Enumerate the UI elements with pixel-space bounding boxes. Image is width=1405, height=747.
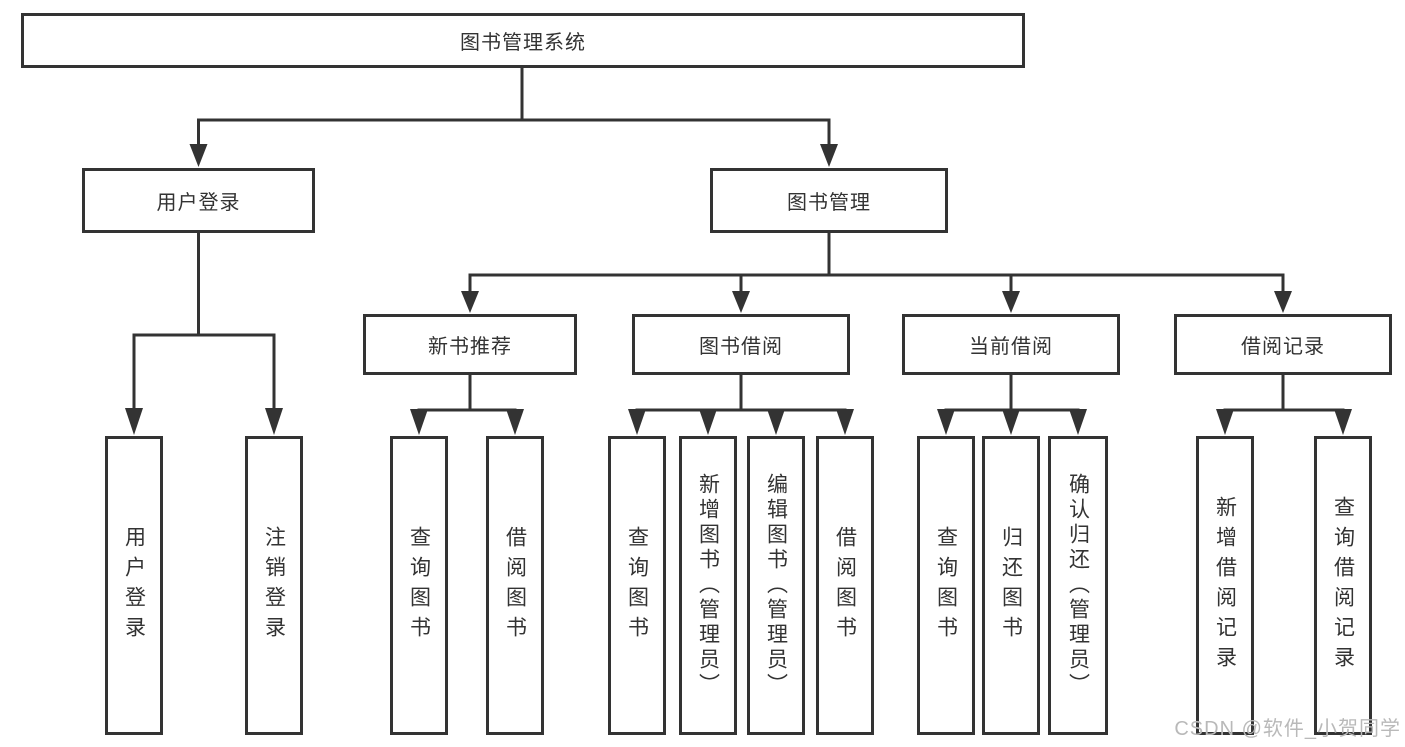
node-label: 归还图书 bbox=[999, 525, 1023, 646]
node-label: 用户登录 bbox=[122, 525, 146, 646]
leaf-logout: 注销登录 bbox=[245, 436, 303, 735]
node-label: 图书管理系统 bbox=[460, 32, 586, 54]
node-new-book-recommend: 新书推荐 bbox=[363, 314, 577, 375]
leaf-query-books-current: 查询图书 bbox=[917, 436, 975, 735]
node-label: 用户登录 bbox=[156, 192, 241, 214]
leaf-confirm-return-admin: 确认归还（管理员） bbox=[1048, 436, 1108, 735]
node-label: 新增图书（管理员） bbox=[696, 473, 720, 698]
node-label: 借阅图书 bbox=[503, 525, 527, 646]
node-label: 借阅记录 bbox=[1241, 336, 1325, 358]
node-label: 编辑图书（管理员） bbox=[764, 473, 788, 698]
node-label: 借阅图书 bbox=[833, 525, 857, 646]
leaf-add-borrow-record: 新增借阅记录 bbox=[1196, 436, 1254, 735]
leaf-return-books: 归还图书 bbox=[982, 436, 1040, 735]
leaf-query-books-borrow: 查询图书 bbox=[608, 436, 666, 735]
node-label: 查询借阅记录 bbox=[1331, 495, 1355, 676]
watermark-text: CSDN @软件_小贺同学 bbox=[1174, 718, 1401, 740]
node-library-management-system: 图书管理系统 bbox=[21, 13, 1025, 68]
leaf-query-borrow-record: 查询借阅记录 bbox=[1314, 436, 1372, 735]
node-label: 当前借阅 bbox=[969, 336, 1053, 358]
leaf-edit-books-admin: 编辑图书（管理员） bbox=[747, 436, 805, 735]
node-book-management: 图书管理 bbox=[710, 168, 948, 233]
leaf-query-books-recommend: 查询图书 bbox=[390, 436, 448, 735]
node-label: 确认归还（管理员） bbox=[1066, 473, 1090, 698]
node-label: 新增借阅记录 bbox=[1213, 495, 1237, 676]
node-label: 查询图书 bbox=[625, 525, 649, 646]
node-label: 新书推荐 bbox=[428, 336, 512, 358]
node-label: 图书借阅 bbox=[699, 336, 783, 358]
node-label: 查询图书 bbox=[934, 525, 958, 646]
leaf-add-books-admin: 新增图书（管理员） bbox=[679, 436, 737, 735]
node-label: 查询图书 bbox=[407, 525, 431, 646]
node-label: 注销登录 bbox=[262, 525, 286, 646]
node-book-borrowing: 图书借阅 bbox=[632, 314, 850, 375]
node-current-borrowing: 当前借阅 bbox=[902, 314, 1120, 375]
leaf-borrow-books-recommend: 借阅图书 bbox=[486, 436, 544, 735]
node-label: 图书管理 bbox=[787, 192, 871, 214]
leaf-user-login: 用户登录 bbox=[105, 436, 163, 735]
leaf-borrow-books: 借阅图书 bbox=[816, 436, 874, 735]
node-user-login: 用户登录 bbox=[82, 168, 315, 233]
node-borrowing-records: 借阅记录 bbox=[1174, 314, 1392, 375]
